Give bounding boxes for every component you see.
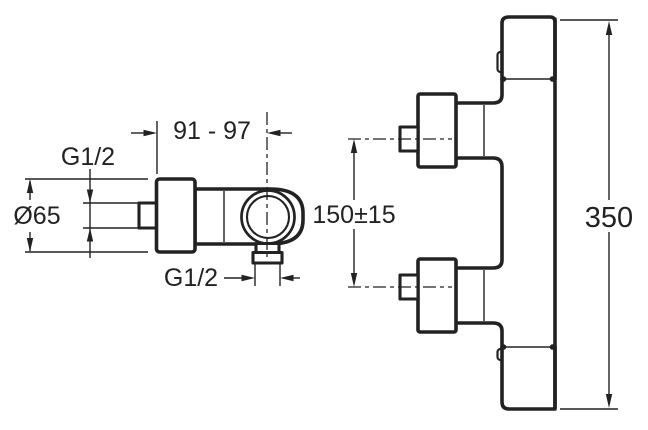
- arrowhead-right: [143, 129, 157, 137]
- arrowhead-left: [280, 274, 294, 282]
- junction-dot: [500, 344, 507, 350]
- arrowhead-up: [86, 228, 94, 242]
- mixer-front-view: [348, 15, 557, 411]
- dim-escutcheon-diameter: Ø65: [13, 178, 148, 253]
- bottom-cap: [500, 345, 557, 411]
- handle-ring-inner: [245, 194, 291, 240]
- arrowhead-down: [86, 189, 94, 203]
- top-cap: [500, 15, 557, 81]
- dim-depth-range: 91 - 97: [131, 112, 292, 257]
- arrowhead-up: [605, 21, 613, 35]
- outlet-stub-nut: [251, 250, 284, 265]
- arrowhead-right: [241, 274, 255, 282]
- junction-dot: [549, 76, 556, 82]
- dim-label-depth-range: 91 - 97: [173, 117, 251, 145]
- handle-ring-outer: [240, 189, 296, 245]
- junction-dot: [549, 344, 556, 350]
- arrowhead-up: [26, 179, 34, 193]
- dim-label-bar-height: 350: [585, 202, 633, 234]
- lower-valve-housing: [416, 257, 458, 334]
- bar-left-profile-middle: [454, 156, 504, 270]
- arrowhead-up: [350, 139, 358, 153]
- dim-bar-height: 350: [560, 19, 633, 410]
- bar-left-profile-lower: [454, 321, 504, 349]
- arrowhead-down: [350, 273, 358, 287]
- dim-label-supply-centers: 150±15: [312, 201, 395, 229]
- arrowhead-down: [26, 238, 34, 252]
- arrowhead-down: [605, 394, 613, 408]
- dim-inlet-thread: G1/2: [61, 143, 140, 258]
- dim-outlet-thread: G1/2: [164, 264, 300, 292]
- junction-dot: [500, 76, 507, 82]
- arrowhead-left: [267, 129, 281, 137]
- dim-label-diameter: Ø65: [13, 202, 60, 230]
- mixer-side-view: [137, 177, 305, 265]
- dim-supply-centers: 150±15: [312, 139, 396, 287]
- wall-escutcheon: [154, 177, 197, 254]
- dim-label-outlet-thread: G1/2: [164, 264, 218, 292]
- bar-left-profile-upper: [454, 77, 504, 105]
- dim-label-inlet-thread: G1/2: [61, 143, 115, 171]
- upper-valve-housing: [416, 92, 458, 169]
